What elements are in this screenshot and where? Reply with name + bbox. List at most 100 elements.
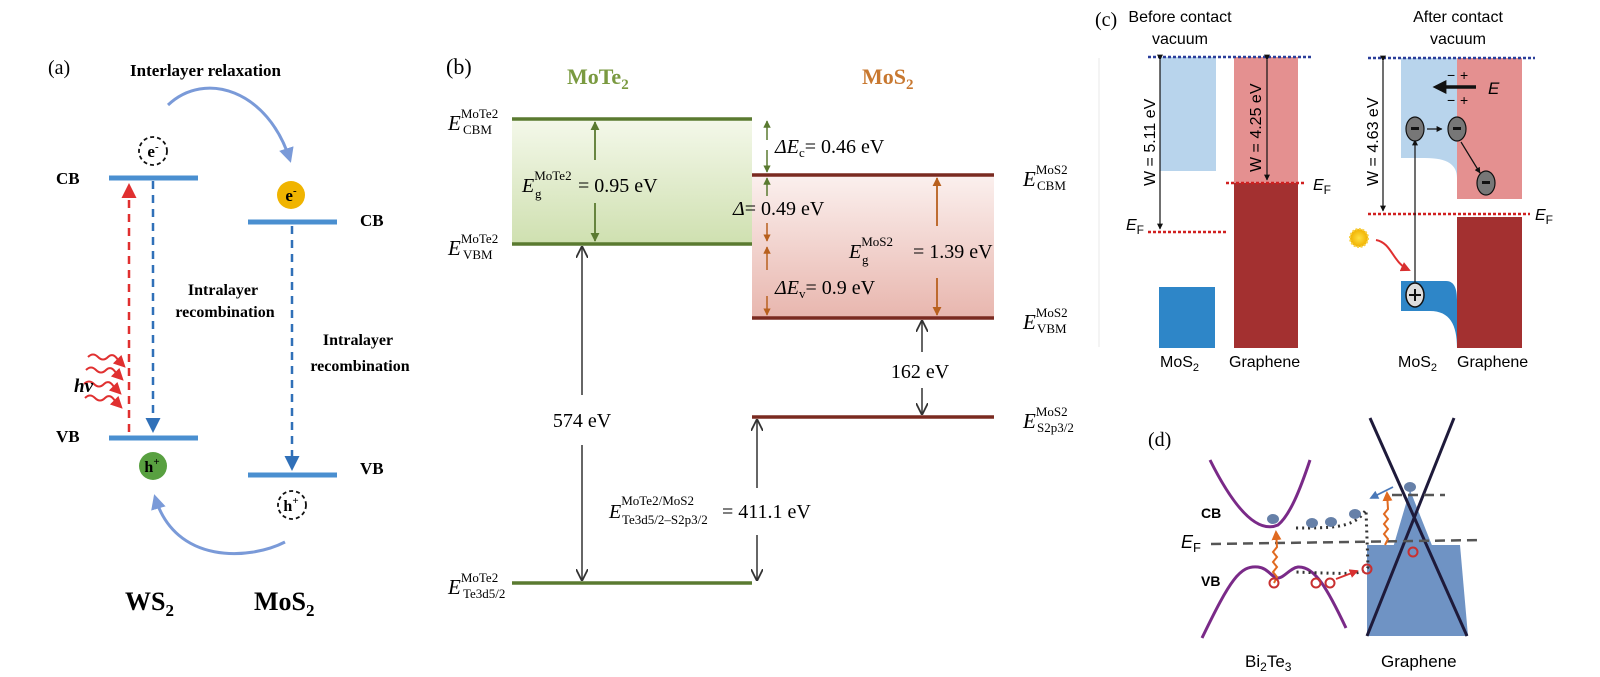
bi2te3-conduction-band [1208, 459, 1312, 529]
panel-c-label: (c) [1095, 9, 1117, 31]
mos2-bandgap-region [752, 175, 994, 318]
left-recombination-line2: recombination [175, 304, 274, 321]
mos2-name: MoS2 [254, 587, 315, 620]
electron-drift-arrow [1460, 141, 1481, 174]
minus-sign-icon [1453, 127, 1461, 130]
after-w-label: W = 4.63 eV [1365, 97, 1382, 186]
panel-b-label: (b) [446, 54, 472, 79]
graphene-cone-left-edge [1365, 417, 1456, 637]
ws2-name: WS2 [125, 587, 174, 620]
panel-a-label: (a) [48, 57, 70, 79]
charge-plus-top: + [1460, 67, 1468, 83]
before-mos2-cb-region [1160, 57, 1216, 171]
cb-label: CB [1201, 505, 1221, 521]
bi2te3-label: Bi2Te3 [1245, 652, 1292, 674]
light-arrow [1375, 239, 1411, 272]
mos2-hole-dashed [277, 490, 307, 520]
charge-plus-bottom: + [1460, 92, 1468, 108]
photon-icon [83, 353, 126, 409]
mos2-electron-label: e- [285, 185, 297, 205]
before-mos2-vb-region [1159, 287, 1215, 348]
gap-162-label: 162 eV [891, 361, 950, 383]
before-graphene-upper [1234, 57, 1298, 183]
minus-sign-icon [1482, 181, 1490, 184]
hole-bi2te3 [1268, 577, 1280, 589]
panel-d: (d) EF CB VB Bi2Te3 [1148, 417, 1483, 674]
graphene-cone-right-edge [1368, 417, 1469, 637]
before-title-line1: Before contact [1128, 9, 1232, 26]
right-recombination-line2: recombination [310, 358, 409, 375]
after-title-line2: vacuum [1430, 31, 1486, 48]
vb-label: VB [1201, 573, 1220, 589]
left-recombination-line1: Intralayer [188, 282, 258, 299]
after-graphene-filled [1457, 217, 1522, 348]
mote2-title: MoTe2 [567, 64, 629, 93]
charge-minus-bottom: − [1447, 92, 1455, 108]
hole-transit-3 [1361, 563, 1373, 575]
electron-transit-1 [1306, 518, 1318, 528]
electric-field-label: E [1488, 79, 1500, 98]
mos2-title: MoS2 [862, 64, 914, 93]
electron-transit-2 [1325, 517, 1337, 527]
panel-d-label: (d) [1148, 429, 1171, 451]
after-mos2-xlabel: MoS2 [1398, 354, 1437, 374]
bi2te3-valence-band [1200, 565, 1348, 639]
photon-label: hv [74, 376, 94, 397]
before-graphene-filled [1234, 183, 1298, 348]
mos2-vb-label: VB [360, 459, 384, 478]
before-w-graphene-label: W = 4.25 eV [1248, 83, 1265, 172]
before-mos2-xlabel: MoS2 [1160, 354, 1199, 374]
hole-transit-1 [1310, 577, 1322, 589]
hole-transit-2 [1324, 577, 1336, 589]
charge-minus-top: − [1447, 67, 1455, 83]
after-graphene-xlabel: Graphene [1457, 354, 1528, 371]
electron-return-arrow [1369, 486, 1394, 499]
ws2-cb-label: CB [56, 169, 80, 188]
panel-c: (c) Before contact vacuum W = 5.11 eV W … [1095, 9, 1553, 374]
ws2-electron-dashed [138, 136, 168, 166]
mote2-bandgap-region [512, 119, 752, 244]
delta-ev-label: ΔEv= 0.9 eV [774, 277, 876, 301]
plus-sign-icon [1409, 289, 1421, 301]
after-ef-label: EF [1535, 207, 1553, 227]
graphene-cone-fill [1367, 490, 1468, 636]
mos2-hole-label: h+ [283, 495, 298, 515]
minus-sign-icon [1411, 127, 1419, 130]
graphene-label-d: Graphene [1381, 652, 1457, 671]
hole-transfer-arrow [151, 494, 286, 556]
fermi-level-line [1210, 538, 1483, 546]
delta-label: Δ= 0.49 eV [732, 198, 825, 220]
ws2-vb-label: VB [56, 427, 80, 446]
graphene-excitation-arrow [1382, 491, 1393, 546]
ws2-electron-label: e- [147, 141, 159, 161]
bi2te3-excitation-arrow [1271, 530, 1282, 584]
interlayer-relaxation-title: Interlayer relaxation [130, 61, 281, 80]
ef-label: EF [1181, 532, 1201, 555]
hole-graphene [1407, 546, 1419, 558]
gap-574-label: 574 eV [553, 410, 612, 432]
mos2-cb-label: CB [360, 211, 384, 230]
before-title-line2: vacuum [1152, 31, 1208, 48]
electron-transfer-arrow [166, 86, 294, 163]
before-w-mos2-label: W = 5.11 eV [1142, 98, 1159, 186]
electron-bi2te3 [1267, 514, 1279, 524]
before-ef-left-label: EF [1126, 217, 1144, 237]
ws2-hole-label: h+ [144, 456, 159, 476]
before-graphene-xlabel: Graphene [1229, 354, 1300, 371]
ws2-hole [139, 452, 167, 480]
before-ef-right-label: EF [1313, 177, 1331, 197]
mos2-electron [277, 181, 305, 209]
after-title-line1: After contact [1413, 9, 1503, 26]
delta-ec-label: ΔEc= 0.46 eV [774, 136, 885, 160]
